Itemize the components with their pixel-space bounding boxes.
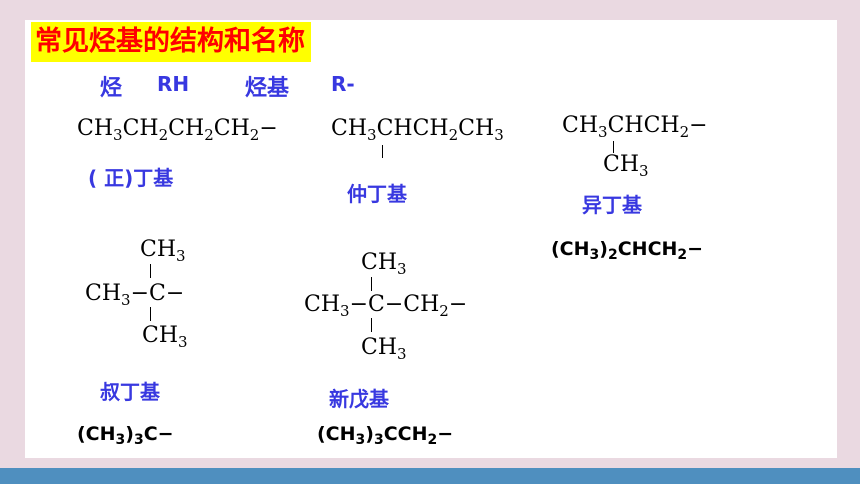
sec-butyl-name: 仲丁基 — [347, 182, 407, 206]
isobutyl-structure: CH3CHCH2− — [562, 113, 708, 141]
tert-butyl-condensed: (CH3)3C− — [77, 423, 174, 448]
sec-butyl-bond — [382, 145, 383, 158]
sec-butyl-structure: CH3CHCH2CH3 — [331, 116, 504, 144]
page-title: 常见烃基的结构和名称 — [31, 22, 311, 62]
tert-butyl-middle: CH3−C− — [85, 281, 185, 309]
tert-butyl-bond-top — [150, 264, 151, 278]
neopentyl-bond-top — [371, 277, 372, 291]
bottom-bar — [0, 468, 860, 484]
neopentyl-middle: CH3−C−CH2− — [304, 292, 468, 320]
neopentyl-bond-bottom — [371, 318, 372, 332]
isobutyl-branch: CH3 — [603, 152, 649, 180]
hydrocarbon-formula: RH — [157, 72, 190, 96]
slide-canvas — [25, 20, 837, 458]
neopentyl-condensed: (CH3)3CCH2− — [317, 423, 454, 448]
tert-butyl-top: CH3 — [140, 237, 186, 265]
neopentyl-bottom: CH3 — [361, 335, 407, 363]
tert-butyl-bottom: CH3 — [142, 323, 188, 351]
radical-label: 烃基 — [245, 76, 290, 101]
isobutyl-name: 异丁基 — [582, 193, 642, 217]
tert-butyl-name: 叔丁基 — [100, 380, 160, 404]
neopentyl-top: CH3 — [361, 250, 407, 278]
neopentyl-name: 新戊基 — [329, 387, 389, 411]
n-butyl-structure: CH3CH2CH2CH2− — [77, 116, 278, 144]
n-butyl-name: ( 正)丁基 — [88, 166, 174, 190]
tert-butyl-bond-bottom — [150, 307, 151, 321]
isobutyl-condensed: (CH3)2CHCH2− — [551, 238, 704, 263]
isobutyl-bond — [613, 141, 614, 153]
hydrocarbon-label: 烃 — [100, 76, 123, 101]
radical-formula: R- — [331, 72, 355, 96]
